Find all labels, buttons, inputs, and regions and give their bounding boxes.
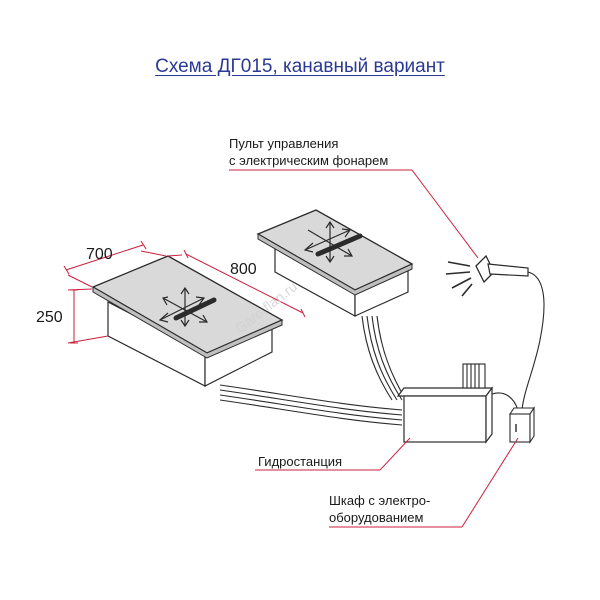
electrical-cabinet: [508, 406, 536, 444]
hydro-station-label: Гидростанция: [258, 454, 342, 469]
leader-lines: [229, 169, 519, 528]
control-panel-lamp: [445, 254, 529, 297]
hydro-to-cabinet-cable: [491, 392, 519, 411]
right-unit-plate-edge: [257, 233, 413, 296]
lamp-cable: [521, 271, 545, 411]
left-gate-unit: [91, 255, 284, 387]
cabinet-label-line2: оборудованием: [329, 510, 424, 525]
right-move-arrows-icon: [303, 220, 363, 264]
dimension-ticks: [63, 240, 306, 344]
left-unit-plate-edge: [92, 286, 283, 359]
length-dimension-label: 800: [230, 261, 257, 278]
hydro-station-motor: [462, 363, 486, 389]
page-title: Схема ДГ015, канавный вариант: [155, 56, 445, 77]
height-dimension-label: 250: [36, 309, 63, 326]
hydro-station: [396, 363, 494, 444]
control-panel-label-line1: Пульт управления: [229, 136, 338, 151]
dimension-lines: [65, 244, 304, 344]
lamp-handle: [487, 263, 529, 277]
right-gate-unit: [256, 209, 414, 318]
hydro-station-top: [396, 387, 494, 397]
width-dimension-label: 700: [86, 246, 113, 263]
hydro-station-side: [485, 386, 493, 444]
lamp-light-rays-icon: [445, 261, 473, 297]
cabinet-label-line1: Шкаф с электро-: [329, 493, 430, 508]
control-panel-label-line2: с электрическим фонарем: [229, 153, 388, 168]
left-move-arrows-icon: [158, 286, 217, 328]
hydraulic-lines: [219, 315, 407, 426]
hydro-station-body: [403, 395, 487, 443]
